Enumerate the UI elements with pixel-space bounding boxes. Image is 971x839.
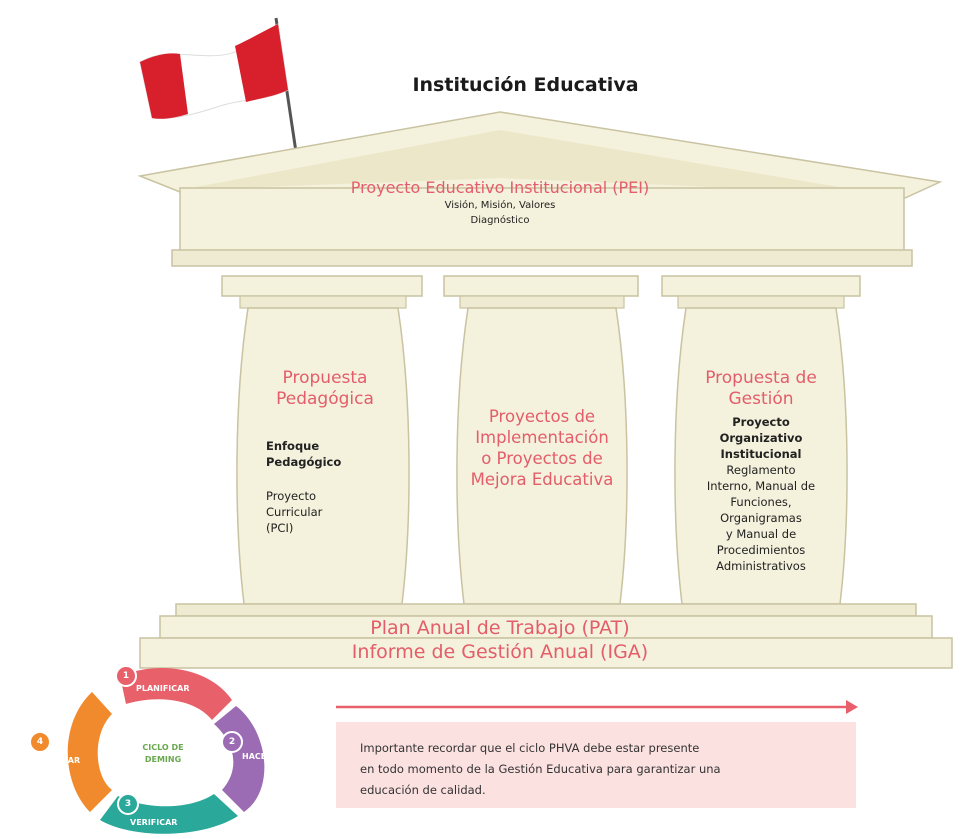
pillar-right-heading: Propuesta de Gestión — [686, 368, 836, 410]
cycle-number-2: 2 — [228, 737, 236, 747]
cycle-center-line-1: CICLO DE — [142, 743, 184, 752]
column-shafts — [236, 307, 848, 605]
pillar-left-heading-1: Propuesta — [282, 368, 368, 388]
column-capitals — [221, 275, 861, 309]
pillar-left-item-2: Proyecto Curricular (PCI) — [266, 488, 322, 536]
pillar-left-heading: Propuesta Pedagógica — [250, 368, 400, 410]
pei-subtitle: Visión, Misión, Valores Diagnóstico — [300, 198, 700, 228]
peru-flag-icon — [139, 17, 298, 153]
arrow-right-icon — [336, 700, 858, 714]
pillar-right-bold-2: Organizativo — [719, 431, 803, 445]
pillar-right-line-4: Organigramas — [720, 511, 802, 525]
pillar-right-line-2: Interno, Manual de — [706, 479, 816, 493]
pillar-center-line-3: o Proyectos de — [481, 449, 603, 468]
note-line-3: educación de calidad. — [360, 783, 486, 797]
base-text: Plan Anual de Trabajo (PAT) Informe de G… — [200, 616, 800, 664]
cycle-center-label: CICLO DE DEMING — [128, 742, 198, 766]
base-line-1: Plan Anual de Trabajo (PAT) — [370, 617, 630, 639]
cycle-number-4: 4 — [36, 737, 44, 747]
pillar-right-line-7: Administrativos — [716, 559, 806, 573]
pillar-left-item-2b: Curricular — [266, 505, 323, 519]
pillar-center-line-2: Implementación — [475, 428, 609, 447]
pillar-center-line-4: Mejora Educativa — [470, 470, 614, 489]
pillar-right-bold-1: Proyecto — [732, 415, 790, 429]
pillar-right-line-3: Funciones, — [730, 495, 792, 509]
pei-title: Proyecto Educativo Institucional (PEI) — [350, 178, 650, 197]
pillar-right-body: Proyecto Organizativo Institucional Regl… — [686, 414, 836, 574]
pillar-right-bold-3: Institucional — [720, 447, 802, 461]
pillar-right-line-1: Reglamento — [726, 463, 796, 477]
cycle-label-actuar: ACTUAR — [44, 756, 81, 765]
pediment — [137, 111, 943, 267]
pei-line-1: Visión, Misión, Valores — [444, 200, 556, 211]
pillar-left-item-2a: Proyecto — [266, 489, 316, 503]
pillar-center-line-1: Proyectos de — [488, 407, 596, 426]
cycle-segment-planificar — [120, 668, 232, 720]
cycle-number-3: 3 — [124, 799, 132, 809]
note-box — [336, 722, 856, 808]
cycle-center-line-2: DEMING — [144, 755, 182, 764]
pillar-left-item-1: Enfoque Pedagógico — [266, 438, 341, 470]
base-line-2: Informe de Gestión Anual (IGA) — [351, 641, 649, 663]
pillar-left-heading-2: Pedagógica — [276, 389, 374, 409]
cycle-label-planificar: PLANIFICAR — [136, 684, 190, 693]
pillar-left-item-1a: Enfoque — [266, 439, 320, 453]
diagram-title: Institución Educativa — [412, 74, 639, 96]
temple-base — [139, 603, 953, 669]
pillar-right-line-6: Procedimientos — [716, 543, 806, 557]
pei-line-2: Diagnóstico — [470, 215, 530, 226]
cycle-segment-actuar — [67, 692, 112, 812]
note-line-1: Importante recordar que el ciclo PHVA de… — [360, 741, 700, 755]
pillar-center-text: Proyectos de Implementación o Proyectos … — [452, 406, 632, 490]
pillar-right-line-5: y Manual de — [725, 527, 797, 541]
cycle-label-hacer: HACER — [242, 752, 273, 761]
cycle-number-1: 1 — [122, 671, 130, 681]
pillar-right-heading-2: Gestión — [728, 389, 794, 409]
pillar-left-item-1b: Pedagógico — [266, 455, 342, 469]
pillar-left-item-2c: (PCI) — [266, 521, 294, 535]
cycle-label-verificar: VERIFICAR — [130, 818, 178, 827]
deming-cycle — [29, 665, 265, 834]
note-line-2: en todo momento de la Gestión Educativa … — [360, 762, 721, 776]
pillar-right-heading-1: Propuesta de — [705, 368, 817, 388]
note-text: Importante recordar que el ciclo PHVA de… — [360, 738, 830, 801]
